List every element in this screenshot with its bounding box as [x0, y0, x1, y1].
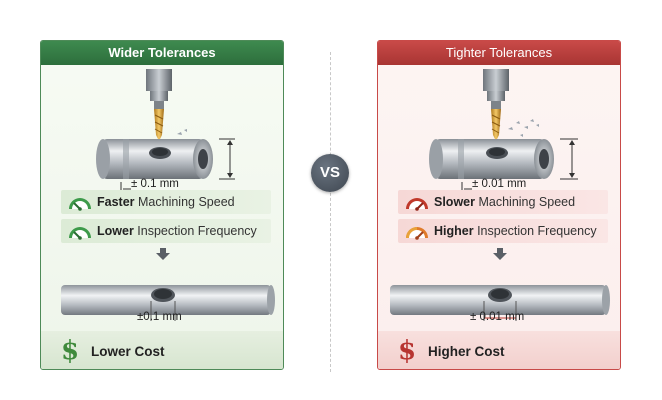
cnc-drilling-illustration [41, 65, 283, 205]
cost-summary: $ Higher Cost [378, 331, 620, 369]
tighter-tolerances-panel: Tighter Tolerances [377, 40, 621, 370]
arrow-down-icon [156, 248, 170, 260]
panel-title: Tighter Tolerances [378, 41, 620, 65]
feature-machining-speed: Slower Machining Speed [398, 190, 608, 214]
gauge-low-icon [65, 222, 95, 240]
feature-machining-speed: Faster Machining Speed [61, 190, 271, 214]
cnc-drilling-illustration [378, 65, 620, 205]
vs-badge: VS [311, 154, 349, 192]
cost-label: Higher Cost [428, 343, 505, 359]
cost-summary: $ Lower Cost [41, 331, 283, 369]
dollar-icon: $ [397, 336, 417, 366]
drill-part-icon [96, 69, 235, 195]
top-tolerance-label: ± 0.1 mm [131, 178, 179, 190]
feature-text: Machining Speed [134, 195, 235, 209]
finished-rod-illustration [41, 263, 283, 333]
gauge-low-icon [65, 193, 95, 211]
bottom-tolerance-label: ± 0.01 mm [470, 311, 525, 323]
center-divider [330, 52, 331, 372]
feature-inspection-frequency: Lower Inspection Frequency [61, 219, 271, 243]
top-tolerance-label: ± 0.01 mm [472, 178, 527, 190]
arrow-down-icon [493, 248, 507, 260]
feature-text: Inspection Frequency [133, 224, 257, 238]
drill-part-icon [429, 69, 578, 195]
dollar-icon: $ [60, 336, 80, 366]
feature-bold: Faster [97, 195, 135, 209]
wider-tolerances-panel: Wider Tolerances [40, 40, 284, 370]
feature-inspection-frequency: Higher Inspection Frequency [398, 219, 608, 243]
gauge-high-icon [402, 193, 432, 211]
gauge-high-icon [402, 222, 432, 240]
feature-bold: Higher [434, 224, 474, 238]
panel-title: Wider Tolerances [41, 41, 283, 65]
feature-text: Machining Speed [475, 195, 576, 209]
feature-text: Inspection Frequency [473, 224, 597, 238]
bottom-tolerance-label: ±0.1 mm [137, 311, 182, 323]
feature-bold: Slower [434, 195, 475, 209]
feature-bold: Lower [97, 224, 134, 238]
finished-rod-illustration [378, 263, 620, 333]
cost-label: Lower Cost [91, 343, 165, 359]
